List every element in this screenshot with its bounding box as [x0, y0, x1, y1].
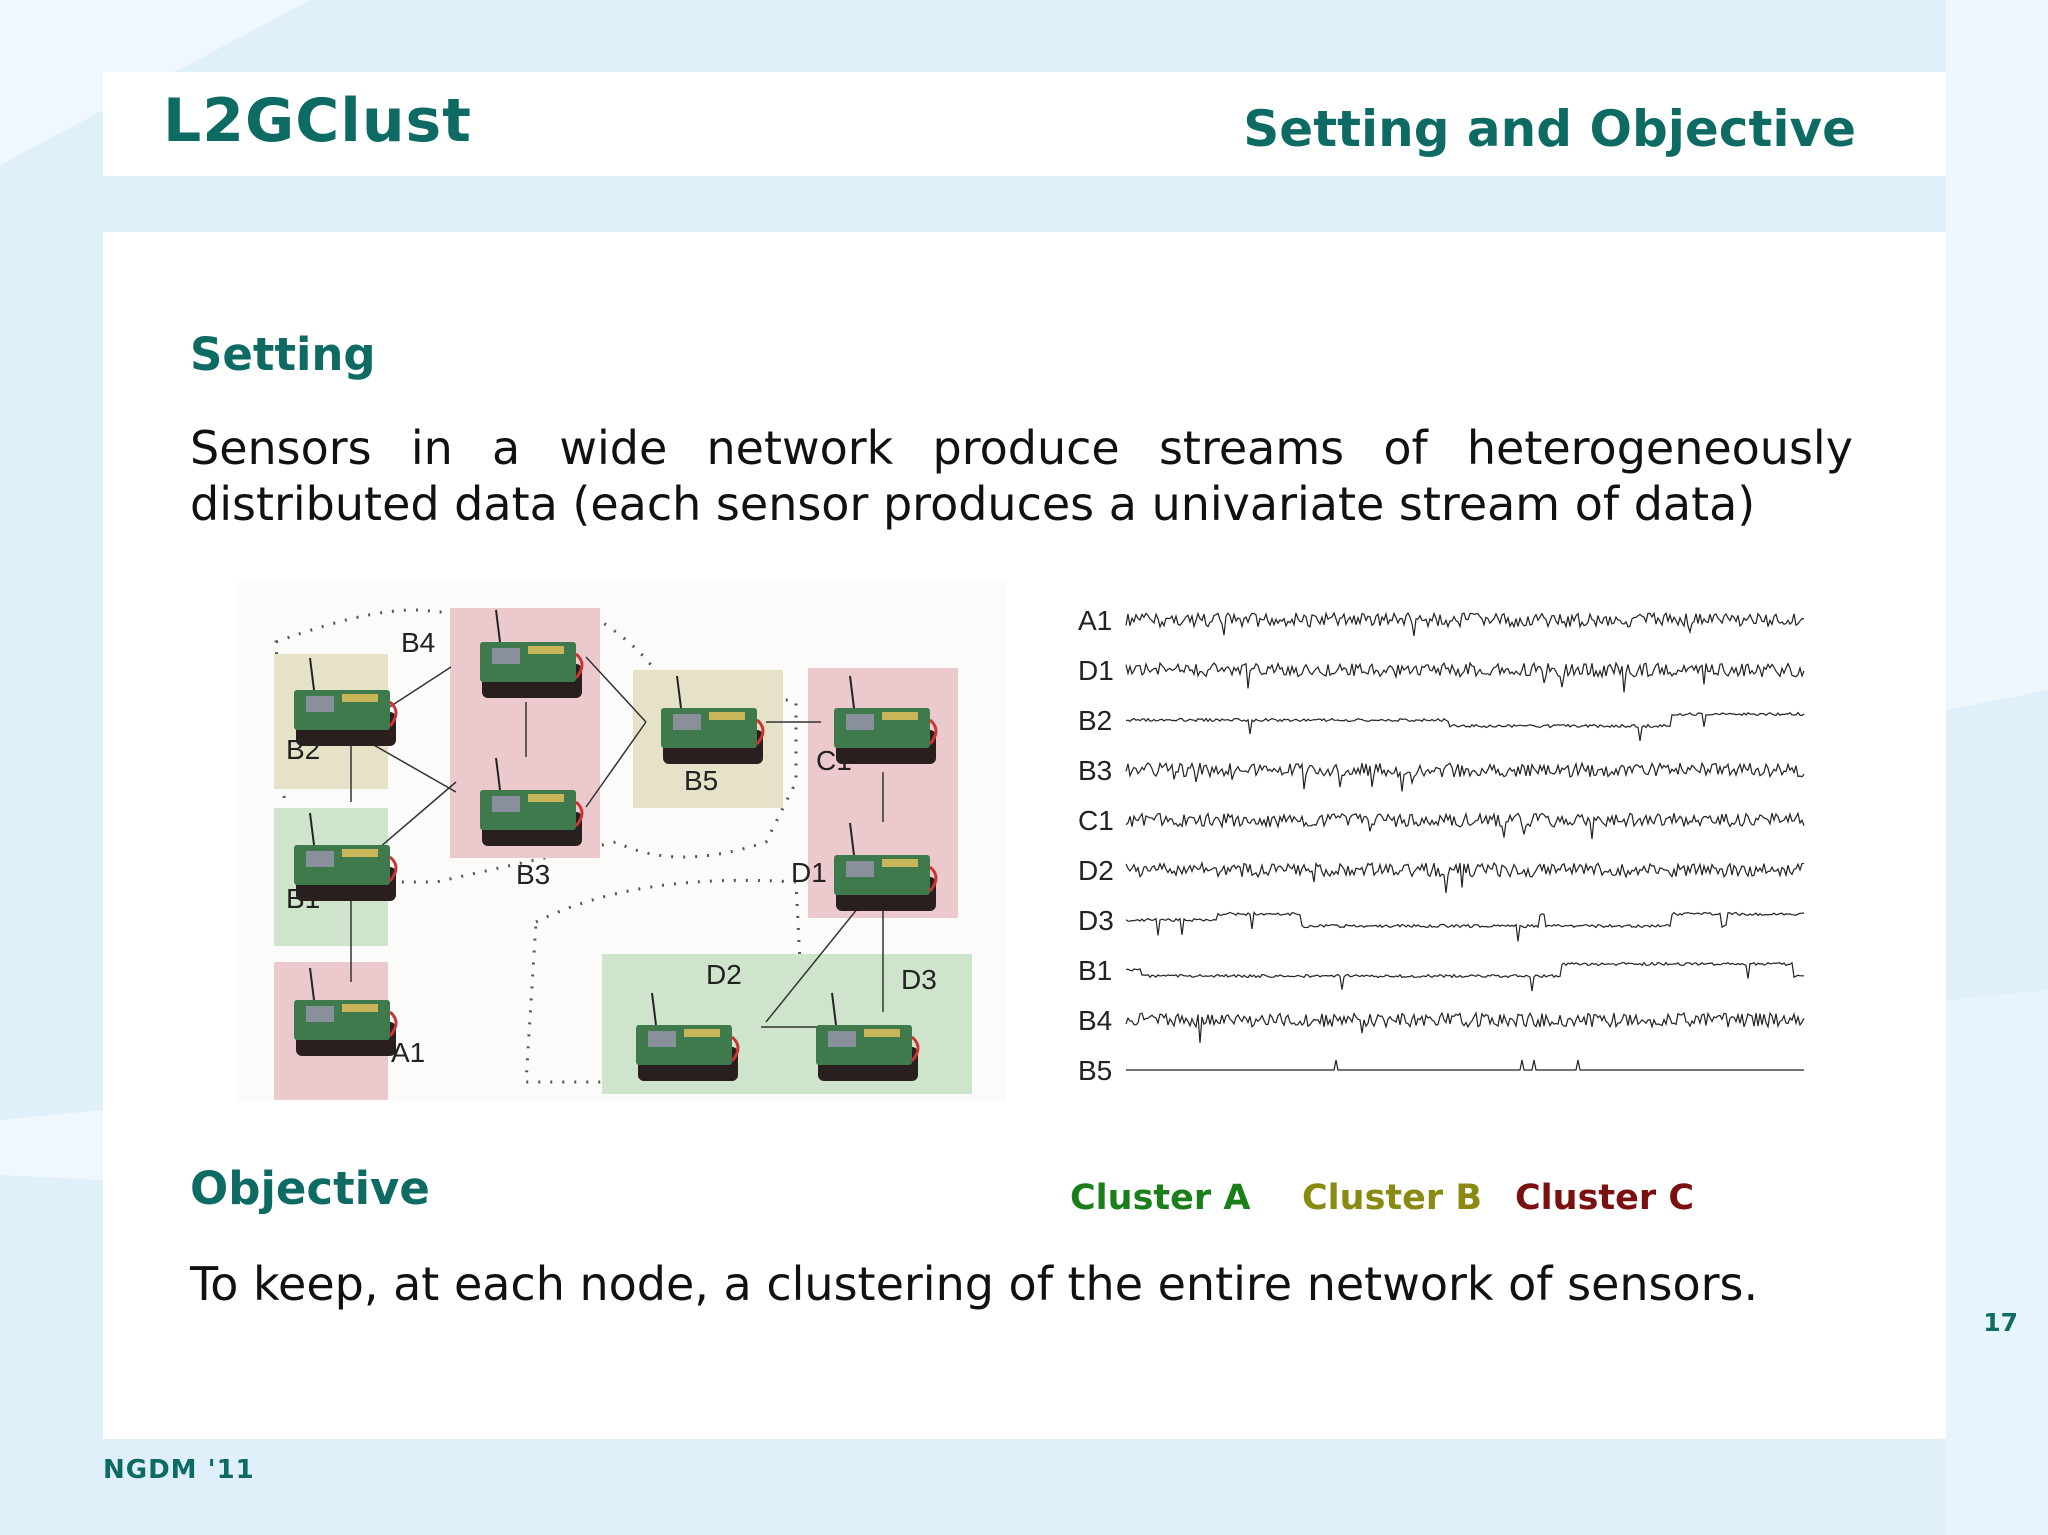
setting-word: streams: [1158, 421, 1345, 475]
presentation-title: L2GClust: [163, 86, 472, 156]
network-node-label: B4: [401, 627, 435, 658]
stream-label: B1: [1078, 955, 1112, 986]
stream-label: D2: [1078, 855, 1114, 886]
stream-signals: [1125, 611, 1805, 1071]
network-node-label: B1: [286, 883, 320, 914]
stream-label: B4: [1078, 1005, 1112, 1036]
sensor-device-icon: [661, 675, 765, 764]
header-band: [103, 72, 1946, 176]
setting-word: heterogeneously: [1466, 421, 1853, 475]
stream-label: D3: [1078, 905, 1114, 936]
stream-signal-trace: [1125, 761, 1805, 792]
sensor-device-icon: [834, 822, 938, 911]
page-number: 17: [1983, 1308, 2018, 1337]
network-node-label: B3: [516, 859, 550, 890]
setting-word: of: [1383, 421, 1428, 475]
slide-title: Setting and Objective: [1243, 100, 1856, 158]
stream-signal-trace: [1126, 1059, 1804, 1071]
stream-label: B5: [1078, 1055, 1112, 1086]
stream-signal-trace: [1125, 1011, 1805, 1043]
cluster-a-label: Cluster A: [1070, 1178, 1251, 1218]
setting-word: a: [492, 421, 521, 475]
sensor-device-icon: [816, 992, 920, 1081]
network-node-label: D2: [706, 959, 742, 990]
setting-word: network: [706, 421, 894, 475]
stream-signal-trace: [1125, 860, 1805, 893]
sensor-device-icon: [294, 812, 398, 901]
network-node-label: D3: [901, 964, 937, 995]
stream-signal-trace: [1125, 961, 1805, 992]
stream-label: D1: [1078, 655, 1114, 686]
setting-word: Sensors: [190, 421, 372, 475]
sensor-device-icon: [480, 757, 584, 846]
stream-signal-trace: [1125, 611, 1805, 636]
sensor-device-icon: [294, 967, 398, 1056]
footer-conference: NGDM '11: [103, 1455, 255, 1485]
setting-word: wide: [559, 421, 668, 475]
cluster-b-outline: [274, 608, 798, 884]
sensor-device-icon: [480, 609, 584, 698]
setting-heading: Setting: [190, 328, 376, 381]
stream-label: B2: [1078, 705, 1112, 736]
cluster-c-label: Cluster C: [1515, 1178, 1695, 1218]
stream-label: A1: [1078, 605, 1112, 636]
network-node-label: B2: [286, 734, 320, 765]
network-node-label: C1: [816, 745, 852, 776]
network-node-label: A1: [391, 1037, 425, 1068]
sensor-device-icon: [834, 675, 938, 764]
cluster-d-outline: [524, 878, 808, 1084]
sensor-device-icon: [636, 992, 740, 1081]
setting-word: in: [410, 421, 453, 475]
setting-line-2: distributed data (each sensor produces a…: [190, 477, 1756, 531]
setting-word: produce: [932, 421, 1120, 475]
network-node-label: B5: [684, 765, 718, 796]
sensor-devices: [294, 609, 938, 1081]
cluster-b-label: Cluster B: [1302, 1178, 1483, 1218]
sensor-device-icon: [294, 657, 398, 746]
stream-label: B3: [1078, 755, 1112, 786]
network-node-label: D1: [791, 857, 827, 888]
stream-signal-trace: [1125, 811, 1805, 840]
stream-signal-trace: [1125, 911, 1805, 942]
stream-label: C1: [1078, 805, 1114, 836]
stream-signal-trace: [1125, 711, 1805, 741]
objective-text: To keep, at each node, a clustering of t…: [190, 1257, 1759, 1311]
objective-heading: Objective: [190, 1162, 430, 1215]
stream-signal-trace: [1125, 661, 1805, 693]
